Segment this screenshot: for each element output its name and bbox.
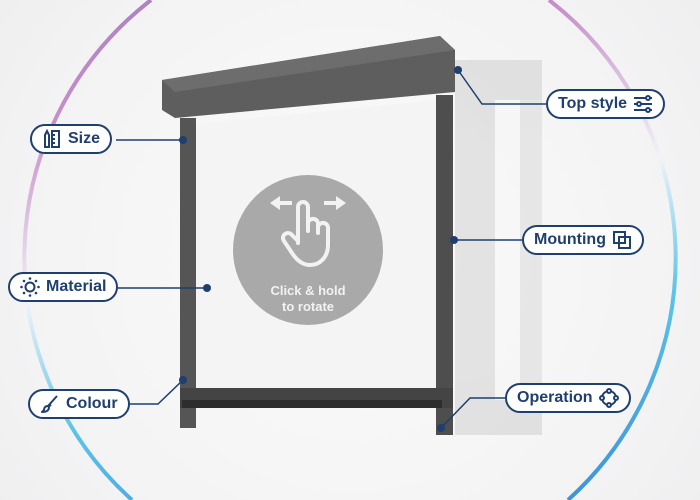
ruler-pencil-icon [44,129,60,148]
overlapping-squares-icon [612,231,631,249]
hint-line-1: Click & hold [270,283,346,298]
ghost-frame [455,60,542,435]
rotation-nodes-icon [598,388,619,408]
size-button[interactable]: Size [30,124,113,154]
mounting-label: Mounting [534,231,606,248]
material-label: Material [46,278,107,295]
colour-label: Colour [66,395,118,412]
paintbrush-icon [41,395,58,413]
material-button[interactable]: Material [8,272,119,302]
colour-button[interactable]: Colour [28,389,130,419]
decorative-ring [22,0,678,500]
operation-label: Operation [517,389,593,406]
swipe-hand-icon [270,196,346,267]
sliders-icon [634,95,653,113]
top-style-button[interactable]: Top style [546,89,666,119]
hint-line-2: to rotate [282,299,334,314]
top-style-label: Top style [558,95,628,112]
hotspots[interactable] [179,66,462,432]
leader-lines [116,69,546,429]
sun-icon [20,277,40,297]
size-label: Size [68,130,101,147]
mounting-button[interactable]: Mounting [522,225,644,255]
operation-button[interactable]: Operation [505,383,631,413]
